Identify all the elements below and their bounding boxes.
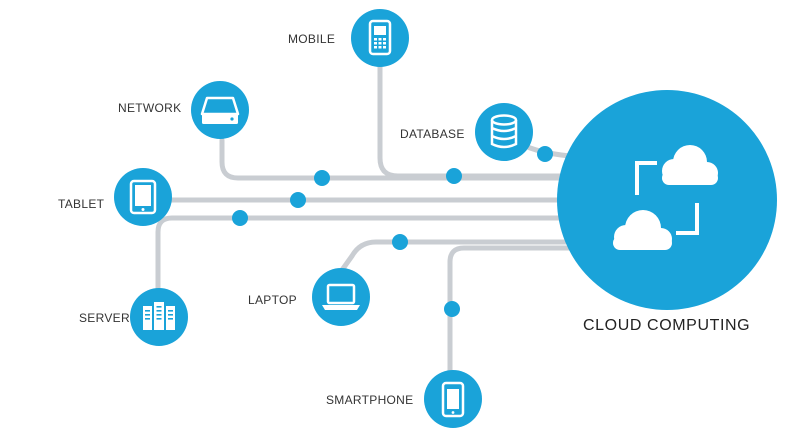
server-rack-icon	[143, 302, 175, 330]
connector-smartphone	[447, 245, 573, 375]
node-database	[475, 103, 533, 161]
label-tablet: TABLET	[58, 197, 105, 211]
node-mobile	[351, 9, 409, 67]
label-smartphone: SMARTPHONE	[326, 393, 414, 407]
cloud-computing-hub	[557, 90, 777, 310]
label-mobile: MOBILE	[288, 32, 336, 46]
connector-server	[155, 215, 573, 293]
database-icon	[490, 114, 518, 149]
node-smartphone	[424, 370, 482, 428]
connector-dot	[314, 170, 330, 186]
connector-dot	[446, 168, 462, 184]
connector-lines	[155, 59, 573, 375]
label-network: NETWORK	[118, 101, 182, 115]
label-server: SERVER	[79, 311, 130, 325]
smartphone-icon	[441, 381, 465, 418]
cloud-sync-icon	[635, 161, 699, 235]
hard-drive-icon	[200, 96, 240, 124]
label-laptop: LAPTOP	[248, 293, 297, 307]
mobile-phone-icon	[368, 19, 392, 56]
hub-label: CLOUD COMPUTING	[583, 317, 751, 334]
connector-laptop	[339, 239, 573, 273]
connector-dots	[232, 146, 553, 317]
label-database: DATABASE	[400, 127, 465, 141]
connector-dot	[290, 192, 306, 208]
connector-network	[219, 137, 573, 181]
connector-dot	[392, 234, 408, 250]
node-network	[191, 81, 249, 139]
node-tablet	[114, 168, 172, 226]
node-server	[130, 288, 188, 346]
connector-dot	[232, 210, 248, 226]
laptop-icon	[322, 283, 360, 310]
connector-dot	[537, 146, 553, 162]
cloud-icon	[613, 145, 718, 250]
tablet-icon	[129, 179, 157, 215]
node-laptop	[312, 268, 370, 326]
connector-dot	[444, 301, 460, 317]
